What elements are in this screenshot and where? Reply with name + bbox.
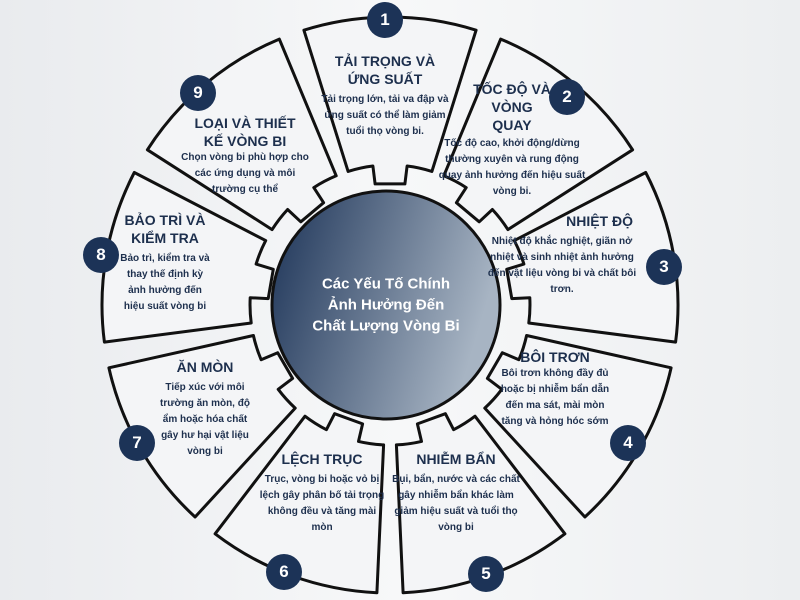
segment-title: NHIỄM BẨN: [416, 451, 496, 467]
segment-title: BÔI TRƠN: [520, 349, 590, 365]
number-badge: 1: [367, 2, 403, 38]
center-title-line: Ảnh Hưởng Đến: [327, 296, 445, 314]
number-badge: 7: [119, 425, 155, 461]
number-badge: 9: [180, 75, 216, 111]
segment-contamination: NHIỄM BẨN Bụi, bẩn, nước và các chất gây…: [391, 450, 521, 536]
wedge-segment: [394, 412, 567, 595]
segment-desc: Bôi trơn không đầy đủ hoặc bị nhiễm bẩn …: [500, 368, 610, 427]
segment-bearing-type: LOẠI VÀ THIẾT KẾ VÒNG BI Chọn vòng bi ph…: [180, 114, 310, 198]
wedge-segment: [442, 37, 635, 232]
segment-title: TẢI TRỌNG VÀ ỨNG SUẤT: [334, 53, 436, 87]
segment-corrosion: ĂN MÒN Tiếp xúc với môi trường ăn mòn, đ…: [155, 358, 255, 460]
wedge-segment: [505, 171, 680, 344]
segment-lubrication: BÔI TRƠN Bôi trơn không đầy đủ hoặc bị n…: [500, 348, 610, 430]
number-badge: 4: [610, 425, 646, 461]
segment-desc: Chọn vòng bi phù hợp cho các ứng dụng và…: [181, 152, 309, 195]
segment-title: NHIỆT ĐỘ: [566, 213, 633, 229]
segment-title: BẢO TRÌ VÀ KIỂM TRA: [124, 212, 206, 246]
center-circle: [270, 189, 502, 421]
number-badge: 8: [83, 237, 119, 273]
segment-desc: Tốc độ cao, khởi động/dừng thường xuyên …: [438, 138, 586, 197]
number-badge: 6: [266, 554, 302, 590]
segment-misalignment: LỆCH TRỤC Trục, vòng bi hoặc vỏ bị lệch …: [257, 450, 387, 536]
segment-load-stress: TẢI TRỌNG VÀ ỨNG SUẤT Tải trọng lớn, tải…: [320, 52, 450, 140]
wedge-segment: [213, 412, 386, 595]
segment-desc: Nhiệt độ khắc nghiệt, giãn nở nhiệt và s…: [487, 236, 637, 295]
segment-desc: Tiếp xúc với môi trường ăn mòn, độ ẩm ho…: [160, 382, 250, 457]
segment-desc: Trục, vòng bi hoặc vỏ bị lệch gây phân b…: [259, 474, 385, 533]
wedge-segment: [107, 334, 297, 519]
segment-desc: Bảo trì, kiểm tra và thay thế định kỳ ản…: [120, 253, 210, 312]
wedge-segment: [483, 334, 673, 519]
segment-title: LOẠI VÀ THIẾT KẾ VÒNG BI: [194, 115, 296, 149]
segment-desc: Tải trọng lớn, tải va đập và ứng suất có…: [321, 94, 449, 137]
segment-speed: TỐC ĐỘ VÀ VÒNG QUAY Tốc độ cao, khởi độn…: [435, 80, 590, 200]
wedge-segment: [302, 15, 478, 186]
segment-title: LỆCH TRỤC: [281, 451, 363, 467]
segment-temperature: NHIỆT ĐỘ Nhiệt độ khắc nghiệt, giãn nở n…: [487, 212, 637, 298]
segment-desc: Bụi, bẩn, nước và các chất gây nhiễm bẩn…: [392, 474, 520, 533]
number-badge: 2: [549, 79, 585, 115]
number-badge: 5: [468, 556, 504, 592]
segment-title: TỐC ĐỘ VÀ VÒNG QUAY: [473, 81, 551, 133]
wedge-segment: [100, 171, 275, 344]
center-title-line: Chất Lượng Vòng Bi: [312, 317, 460, 335]
segment-title: ĂN MÒN: [176, 359, 234, 375]
segment-maintenance: BẢO TRÌ VÀ KIỂM TRA Bảo trì, kiểm tra và…: [120, 211, 210, 315]
number-badge: 3: [646, 249, 682, 285]
center-title-line: Các Yếu Tố Chính: [321, 275, 451, 293]
center-title: Các Yếu Tố Chính Ảnh Hưởng Đến Chất Lượn…: [286, 274, 486, 337]
